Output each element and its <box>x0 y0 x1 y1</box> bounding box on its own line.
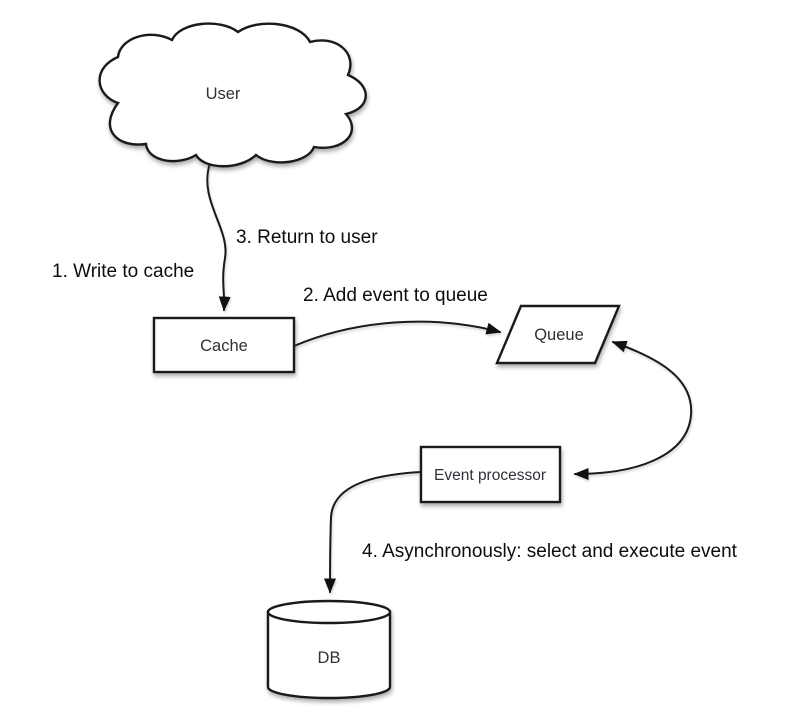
user-label: User <box>206 85 241 103</box>
db-cylinder <box>266 599 392 700</box>
queue-label: Queue <box>534 326 584 344</box>
db-cylinder-body <box>266 610 392 700</box>
user-cloud <box>98 22 367 168</box>
nodes-layer <box>98 22 621 700</box>
edges-layer <box>206 162 693 594</box>
step-labels-layer: 1. Write to cache 3. Return to user 2. A… <box>52 227 738 562</box>
edge-event-processor-to-db <box>324 471 422 594</box>
cache-label: Cache <box>200 337 248 355</box>
db-label: DB <box>318 649 341 667</box>
event-processor-label: Event processor <box>434 467 546 484</box>
step-2-label: 2. Add event to queue <box>303 285 488 306</box>
event-processor-box <box>419 445 562 504</box>
step-1-label: 1. Write to cache <box>52 261 194 282</box>
queue-parallelogram <box>495 304 621 365</box>
edge-cache-to-queue <box>293 320 502 347</box>
edge-queue-event-processor-bidirectional <box>573 340 693 480</box>
step-4-label: 4. Asynchronously: select and execute ev… <box>362 541 738 562</box>
node-labels-layer: User Cache Queue Event processor DB <box>200 85 584 667</box>
db-cylinder-top <box>266 599 392 625</box>
cache-box <box>152 316 296 374</box>
step-3-label: 3. Return to user <box>236 227 378 248</box>
edge-user-to-cache <box>206 162 231 312</box>
